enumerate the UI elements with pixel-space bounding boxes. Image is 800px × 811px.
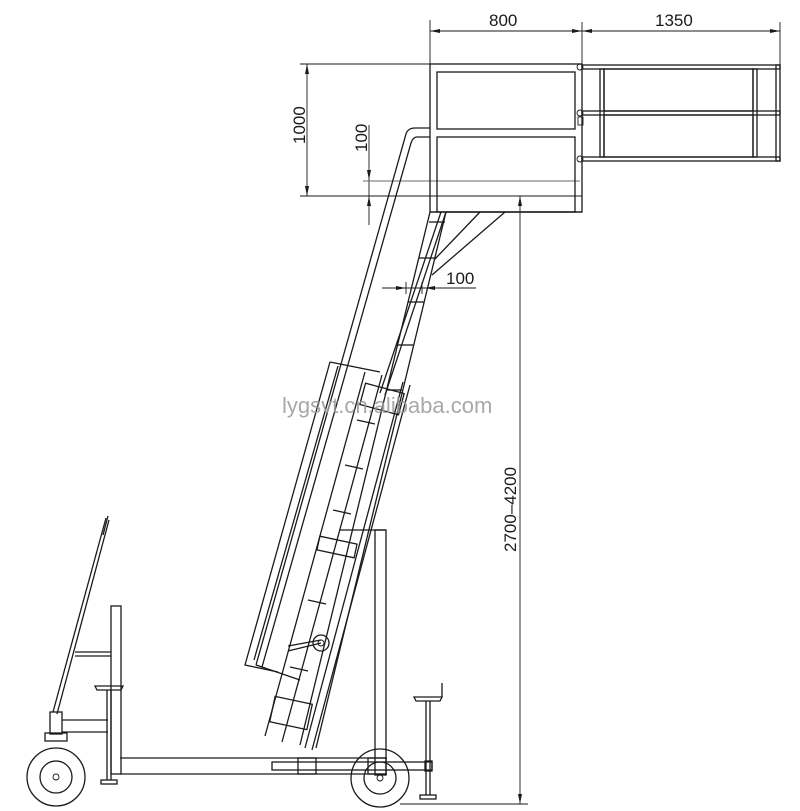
rear-post: [340, 529, 387, 776]
dim-800: 800: [489, 11, 517, 30]
handrail: [255, 127, 430, 681]
dim-1000: 1000: [290, 106, 309, 144]
dim-1350: 1350: [655, 11, 693, 30]
tow-bar: [52, 515, 110, 715]
dim-100-toe: 100: [352, 124, 371, 152]
guardrail-dimension: 1000 100: [290, 63, 582, 225]
watermark: lygsvt.cn.alibaba.com: [282, 393, 492, 418]
rear-wheel: [350, 748, 410, 808]
dim-2700-4200: 2700–4200: [501, 467, 520, 552]
ladder-width-dimension: 100: [382, 269, 476, 294]
extension-guardrail: [576, 63, 781, 163]
dim-100-ladder: 100: [446, 269, 474, 288]
height-dimension: 2700–4200: [400, 196, 528, 805]
upper-ladder: [299, 211, 506, 749]
platform-guardrail: [429, 63, 583, 213]
front-stabilizer-jack: [93, 685, 125, 785]
top-dimensions: 800 1350: [429, 11, 781, 65]
base-frame: [120, 757, 433, 775]
rear-stabilizer-jack: [412, 683, 444, 800]
front-wheel: [26, 711, 86, 807]
lower-ladder-section: [244, 361, 411, 751]
